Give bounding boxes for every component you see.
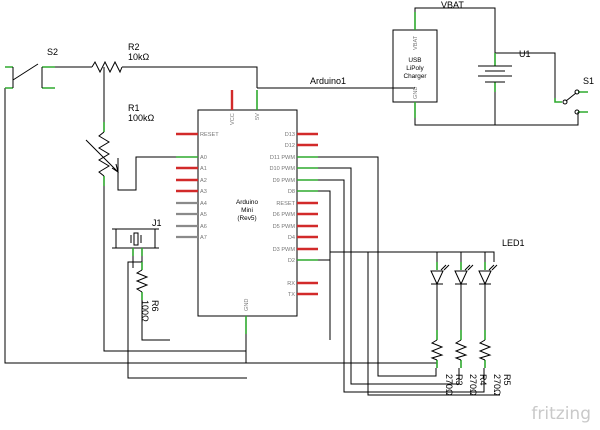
r1-value: 100kΩ	[128, 113, 155, 123]
arduino-pin-d8: D8	[288, 189, 295, 195]
battery-u1: U1	[478, 49, 531, 92]
r4-label: R4	[478, 374, 488, 386]
r5-label: R5	[502, 374, 512, 386]
arduino-pin-d2: D2	[288, 258, 295, 264]
r6-value: 100Ω	[140, 300, 150, 322]
arduino-pin-reset-left: RESET	[200, 132, 219, 138]
r1-label: R1	[128, 103, 140, 113]
arduino-pin-a5: A5	[200, 212, 207, 218]
arduino-pin-tx: TX	[288, 292, 295, 298]
charger-pin-vbat: VBAT	[413, 35, 419, 50]
arduino-pin-d4: D4	[288, 235, 295, 241]
arduino-pin-a0: A0	[200, 155, 207, 161]
r6-label: R6	[150, 300, 160, 312]
arduino-pin-5v: 5V	[255, 113, 261, 120]
arduino-pin-a4: A4	[200, 201, 207, 207]
arduino-name-line1: Arduino	[236, 199, 258, 206]
r2-label: R2	[128, 42, 140, 52]
arduino-pin-a7: A7	[200, 235, 207, 241]
resistor-r2: R2 10kΩ	[91, 42, 150, 74]
arduino-pin-d6: D6 PWM	[273, 212, 296, 218]
arduino-mini: VCC 5V GND RESET A0 A1 A2 A3 A4 A5 A6 A7	[176, 76, 346, 334]
arduino-name-line3: (Rev5)	[237, 215, 256, 222]
arduino-pin-d9: D9 PWM	[273, 178, 296, 184]
s2-label: S2	[47, 47, 58, 57]
s1-label: S1	[583, 76, 594, 86]
u1-label: U1	[519, 49, 531, 59]
arduino-pin-d3: D3 PWM	[273, 247, 296, 253]
arduino-pin-vcc: VCC	[230, 113, 236, 125]
arduino-pin-a1: A1	[200, 166, 207, 172]
arduino-pin-a2: A2	[200, 178, 207, 184]
charger-line3: Charger	[403, 73, 427, 80]
arduino-pin-reset-right: RESET	[276, 201, 295, 207]
rgb-led-led1: LED1	[430, 238, 525, 295]
charger-pin-gnd: GND	[413, 87, 419, 99]
led1-label: LED1	[502, 238, 525, 248]
arduino-pin-d5: D5 PWM	[273, 224, 296, 230]
arduino-pin-d12: D12	[285, 143, 295, 149]
resistors-r3-r4-r5: R3 270Ω R4 270Ω R5 270Ω	[430, 330, 512, 396]
fritzing-watermark: fritzing	[531, 404, 591, 424]
arduino-pin-d11: D11 PWM	[270, 155, 295, 161]
arduino-pin-gnd: GND	[244, 299, 250, 311]
j1-label: J1	[152, 218, 162, 228]
charger-line2: LiPoly	[406, 65, 424, 72]
buzzer-j1: J1	[112, 218, 162, 256]
arduino-pin-a6: A6	[200, 224, 207, 230]
potentiometer-r1: R1 100kΩ	[85, 103, 155, 186]
arduino-pin-rx: RX	[287, 281, 295, 287]
r2-value: 10kΩ	[128, 52, 150, 62]
r3-label: R3	[454, 374, 464, 386]
r3-value: 270Ω	[444, 374, 454, 396]
resistor-r6: R6 100Ω	[135, 262, 160, 322]
r5-value: 270Ω	[492, 374, 502, 396]
arduino-pin-a3: A3	[200, 189, 207, 195]
charger-line1: USB	[408, 57, 421, 64]
vbat-label: VBAT	[441, 0, 464, 10]
arduino-label: Arduino1	[310, 76, 346, 86]
arduino-name-line2: Mini	[241, 207, 253, 214]
usb-lipoly-charger: VBAT GND USB LiPoly Charger VBAT	[392, 0, 464, 118]
arduino-pin-d10: D10 PWM	[270, 166, 296, 172]
switch-s1: S1	[554, 76, 594, 115]
arduino-pin-d13: D13	[285, 132, 295, 138]
switch-s2: S2	[5, 47, 58, 89]
r4-value: 270Ω	[468, 374, 478, 396]
